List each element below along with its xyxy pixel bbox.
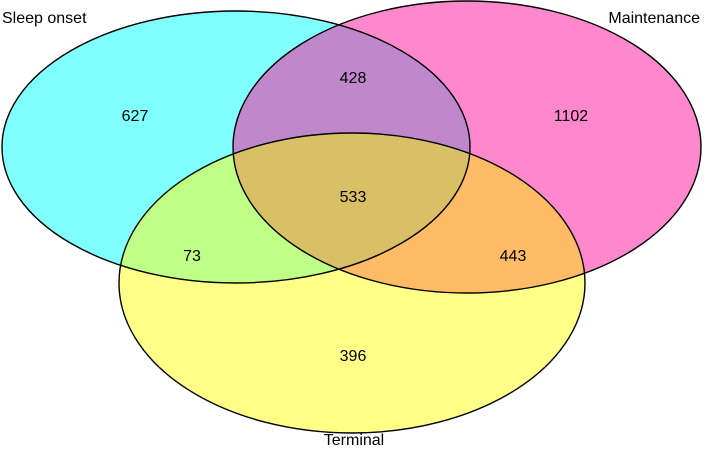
set-outlines [1,0,702,434]
terminal-only-count: 396 [340,348,367,365]
sleep-onset-maintenance-count: 428 [340,70,367,87]
maintenance-only-count: 1102 [554,108,589,125]
sleep-onset-terminal-count: 73 [183,248,201,265]
terminal-outline [118,132,586,434]
maintenance-outline [232,0,702,294]
sleep-onset-outline [1,10,471,284]
sleep-onset-only-count: 627 [122,108,149,125]
terminal-label: Terminal [324,432,384,449]
maintenance-label: Maintenance [608,10,700,27]
sleep-onset-label: Sleep onset [2,10,87,27]
region-fills [2,1,701,433]
maintenance-terminal-count: 443 [500,248,527,265]
all-three-count: 533 [340,189,367,206]
